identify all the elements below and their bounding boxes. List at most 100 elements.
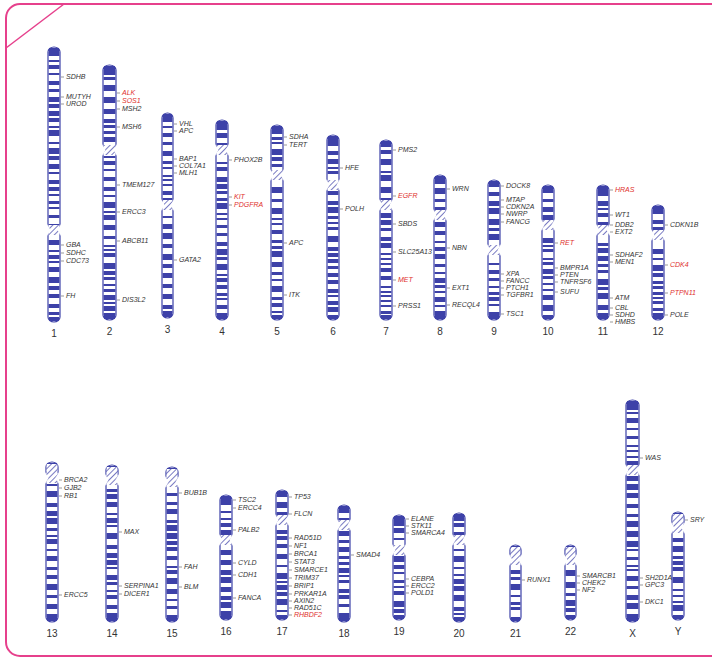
chromosome-band: [598, 287, 609, 290]
chromosome-band: [49, 126, 60, 128]
chromosome-band: [627, 549, 639, 551]
chromosome-band: [627, 614, 639, 617]
chromosome-band: [107, 518, 118, 523]
chromosome-band: [328, 289, 339, 293]
chromosome-band: [47, 617, 57, 621]
chromosome-band: [328, 247, 339, 251]
chromosome-band: [394, 538, 405, 540]
chromosome-band: [217, 264, 228, 270]
chromosome-band: [272, 230, 283, 234]
chromosome-band: [381, 171, 392, 173]
leader-line: [501, 200, 504, 201]
gene-label: CHEK2: [582, 579, 605, 587]
chromosome-band: [167, 599, 178, 601]
gene-label: ABCB11: [122, 237, 148, 245]
leader-line: [665, 225, 668, 226]
chromosome-band: [163, 151, 173, 156]
gene-label: RAD51D: [294, 534, 322, 542]
chromosome-body: [271, 125, 283, 320]
gene-label: SOS1: [122, 97, 141, 105]
chromosome-band: [104, 97, 116, 103]
chromosome-band: [104, 253, 116, 257]
chromosome-band: [107, 617, 117, 621]
chromosome-band: [394, 520, 405, 526]
leader-line: [447, 248, 450, 249]
leader-line: [174, 166, 177, 167]
chromosome-band: [163, 118, 173, 122]
gene-label: SDHC: [66, 249, 86, 257]
chromosome-band: [627, 565, 639, 567]
gene-label: PRSS1: [398, 302, 421, 310]
leader-line: [61, 245, 64, 246]
chromosome-band: [277, 573, 288, 579]
gene-label: SH2D1A: [645, 574, 672, 582]
leader-line: [117, 300, 120, 301]
gene-label: GATA2: [179, 256, 201, 264]
chromosome-band: [49, 277, 60, 283]
chromosome-band: [217, 242, 228, 246]
chromosome-band: [104, 70, 116, 75]
leader-line: [119, 586, 122, 587]
chromosome-band: [627, 436, 639, 439]
chromosome-band: [163, 313, 172, 317]
chromosome-band: [435, 254, 446, 259]
chromosome-body: [434, 175, 446, 320]
centromere-notch: [452, 534, 456, 546]
gene-label: BMPR1A: [560, 264, 589, 272]
chromosome-band: [107, 545, 118, 549]
leader-line: [610, 308, 613, 309]
gene-label: ERCC2: [411, 582, 435, 590]
gene-label: RB1: [64, 492, 78, 500]
leader-line: [522, 580, 525, 581]
chromosome-band: [104, 109, 116, 114]
chromosome-band: [277, 565, 288, 567]
leader-line: [555, 282, 558, 283]
centromere-notch: [47, 224, 51, 236]
gene-label: SDHA: [289, 133, 308, 141]
chromosome-number: 2: [107, 326, 113, 337]
chromosome-band: [653, 297, 664, 299]
chromosome-band: [217, 225, 228, 228]
chromosome-band: [454, 518, 465, 521]
chromosome-band: [272, 303, 283, 307]
chromosome-band: [163, 114, 172, 118]
chromosome-band: [381, 263, 392, 265]
chromosome-number: 21: [510, 628, 521, 639]
leader-line: [233, 500, 236, 501]
chromosome-band: [598, 305, 609, 310]
centromere-notch: [270, 169, 274, 181]
chromosome-band: [49, 215, 60, 218]
chromosome-band: [454, 567, 465, 569]
chromosome-band: [272, 187, 283, 193]
leader-line: [640, 578, 643, 579]
leader-line: [447, 305, 450, 306]
leader-line: [59, 488, 62, 489]
chromosome-band: [598, 190, 609, 196]
leader-line: [340, 168, 343, 169]
chromosome-number: 22: [565, 626, 576, 637]
centromere-notch: [337, 179, 341, 191]
chromosome-band: [598, 256, 609, 261]
leader-line: [179, 567, 182, 568]
chromosome-band: [277, 536, 288, 540]
leader-line: [229, 205, 232, 206]
gene-label: HRAS: [615, 186, 634, 194]
chromosome-band: [104, 85, 116, 91]
leader-line: [233, 575, 236, 576]
chromosome-band: [49, 48, 59, 52]
gene-label: TRIM37: [294, 574, 319, 582]
centromere-notch: [215, 144, 219, 156]
chromosome-band: [381, 228, 392, 231]
chromosome-band: [272, 149, 283, 155]
chromosome-band: [163, 305, 173, 309]
chromosome-band: [489, 292, 500, 295]
chromosome-band: [107, 494, 118, 499]
gene-label: SUFU: [560, 288, 579, 296]
leader-line: [233, 530, 236, 531]
chromosome-band: [277, 502, 288, 508]
chromosome-band: [272, 142, 283, 144]
chromosome-body: [338, 505, 350, 622]
chromosome-band: [598, 208, 609, 210]
chromosome-band: [104, 187, 116, 191]
chromosome-band: [49, 250, 60, 252]
